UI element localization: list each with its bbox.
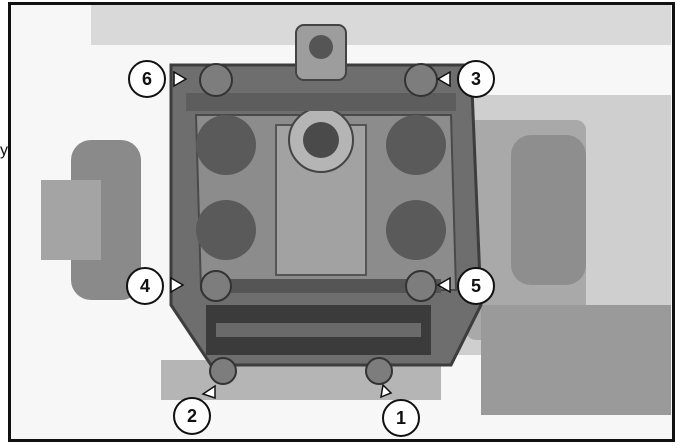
edge-text: y. xyxy=(0,142,12,159)
engine-illustration xyxy=(41,5,671,415)
arrow-3 xyxy=(436,70,451,88)
right-cylinder xyxy=(511,135,586,285)
bolt-4 xyxy=(200,270,232,302)
callout-5: 5 xyxy=(457,267,495,305)
bolt-6 xyxy=(199,63,233,97)
arrow-2 xyxy=(201,384,216,400)
lower-right-assembly xyxy=(481,305,671,415)
top-rail xyxy=(186,93,456,111)
arrow-4 xyxy=(170,276,185,294)
top-fitting-bore xyxy=(309,35,333,59)
gear-teeth xyxy=(216,323,421,337)
bolt-2 xyxy=(209,357,237,385)
port-upper-left xyxy=(196,115,256,175)
bolt-1 xyxy=(365,357,393,385)
diagram-frame: 6 3 4 5 2 1 xyxy=(8,2,675,442)
port-lower-left xyxy=(196,200,256,260)
bolt-5 xyxy=(405,270,437,302)
center-port-inner xyxy=(303,122,339,158)
callout-1: 1 xyxy=(382,399,420,437)
arrow-5 xyxy=(436,276,451,294)
port-lower-right xyxy=(386,200,446,260)
arrow-1 xyxy=(380,383,393,399)
lower-rail xyxy=(201,279,441,293)
arrow-6 xyxy=(173,70,188,88)
callout-4: 4 xyxy=(126,267,164,305)
callout-3: 3 xyxy=(457,60,495,98)
bolt-3 xyxy=(404,63,438,97)
background-housing-top xyxy=(91,5,671,45)
callout-2: 2 xyxy=(173,397,211,435)
port-upper-right xyxy=(386,115,446,175)
callout-6: 6 xyxy=(128,60,166,98)
left-housing-block xyxy=(41,180,101,260)
